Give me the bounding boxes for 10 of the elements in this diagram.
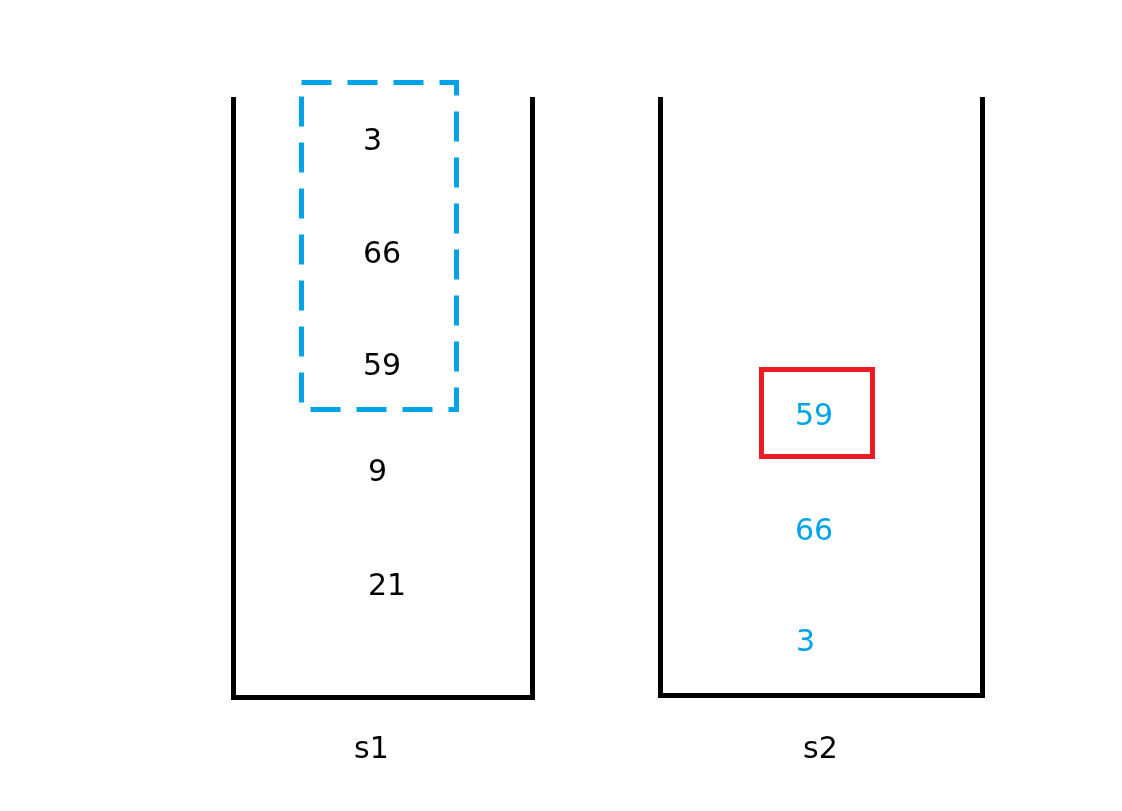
- stack-value: 66: [363, 238, 402, 268]
- stack-value: 59: [363, 350, 402, 380]
- stack-value: 3: [796, 626, 816, 656]
- stack-value: 9: [368, 456, 388, 486]
- stack-value: 66: [795, 515, 834, 545]
- stack-label: s1: [354, 733, 389, 763]
- stack-label: s2: [803, 733, 838, 763]
- stack-value: 3: [363, 125, 383, 155]
- stack-value: 21: [368, 570, 407, 600]
- stack-value: 59: [795, 400, 834, 430]
